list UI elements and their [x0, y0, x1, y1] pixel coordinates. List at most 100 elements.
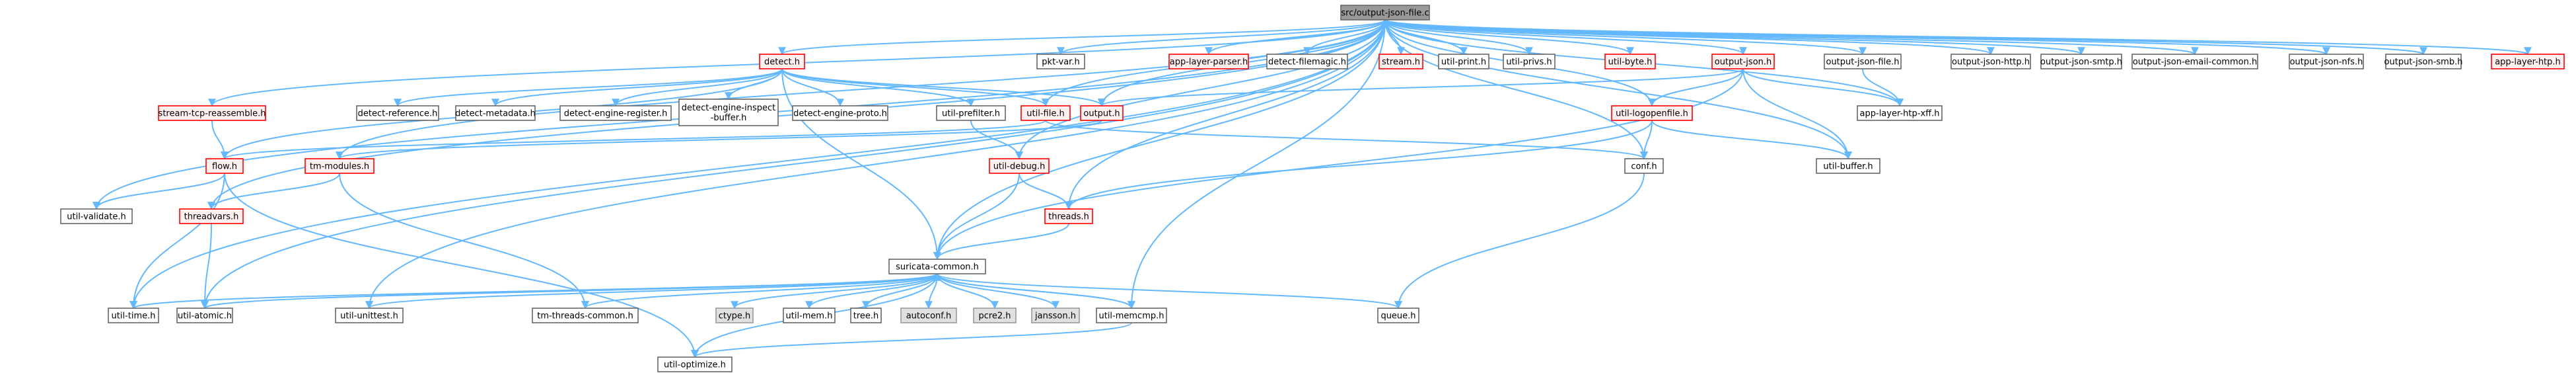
- node-box: [1096, 308, 1167, 323]
- edge-suricata-queue: [937, 273, 1402, 310]
- node-pcre2[interactable]: pcre2.h: [973, 308, 1017, 323]
- edge-utillogopen-threads: [1065, 120, 1653, 210]
- node-pktvar[interactable]: pkt-var.h: [1036, 54, 1085, 69]
- node-dengreg[interactable]: detect-engine-register.h: [559, 105, 672, 121]
- node-box: [356, 105, 439, 121]
- edge-root-utilatomic: [201, 19, 1386, 310]
- node-box: [1711, 54, 1775, 69]
- edge-flow-utilvalidate: [92, 173, 225, 210]
- node-utilprefilter[interactable]: util-prefilter.h: [936, 105, 1006, 121]
- node-tmthreads[interactable]: tm-threads-common.h: [532, 308, 639, 323]
- node-threadvars[interactable]: threadvars.h: [179, 208, 244, 224]
- node-dfilemagic[interactable]: detect-filemagic.h: [1266, 54, 1348, 69]
- node-ojhttp[interactable]: output-json-http.h: [1950, 54, 2031, 69]
- node-queue[interactable]: queue.h: [1377, 308, 1419, 323]
- node-output[interactable]: output.h: [1080, 105, 1124, 121]
- node-outjsonfile[interactable]: output-json-file.h: [1824, 54, 1902, 69]
- node-dengins[interactable]: detect-engine-inspect-buffer.h: [678, 99, 779, 126]
- node-stream[interactable]: stream.h: [1378, 54, 1423, 69]
- node-flow[interactable]: flow.h: [205, 158, 244, 174]
- node-utilbyte[interactable]: util-byte.h: [1604, 54, 1656, 69]
- node-dref[interactable]: detect-reference.h: [356, 105, 439, 121]
- node-tree[interactable]: tree.h: [850, 308, 882, 323]
- node-utiloptimize[interactable]: util-optimize.h: [657, 356, 733, 372]
- node-outjson[interactable]: output-json.h: [1711, 54, 1775, 69]
- edge-detect-dmeta: [491, 68, 783, 107]
- edge-detect-utilprefilter: [781, 68, 975, 107]
- node-box: [1611, 105, 1693, 121]
- node-autoconf[interactable]: autoconf.h: [900, 308, 957, 323]
- node-detect[interactable]: detect.h: [759, 54, 805, 69]
- node-box: [2491, 54, 2565, 69]
- edge-detect-dengreg: [612, 68, 783, 107]
- node-box: [850, 308, 882, 323]
- node-conf[interactable]: conf.h: [1624, 158, 1664, 174]
- node-ojnfs[interactable]: output-json-nfs.h: [2289, 54, 2364, 69]
- node-utilfile[interactable]: util-file.h: [1020, 105, 1071, 121]
- node-utilatomic[interactable]: util-atomic.h: [176, 308, 233, 323]
- node-label: util-mem.h: [786, 311, 833, 321]
- node-dmeta[interactable]: detect-metadata.h: [455, 105, 536, 121]
- node-label: ctype.h: [719, 311, 751, 321]
- node-box: [60, 208, 133, 224]
- node-label: queue.h: [1380, 311, 1415, 321]
- node-label: threads.h: [1048, 212, 1089, 222]
- node-box: [973, 308, 1017, 323]
- node-box: [759, 54, 805, 69]
- node-label: util-prefilter.h: [942, 109, 1000, 119]
- node-dengproto[interactable]: detect-engine-proto.h: [792, 105, 888, 121]
- node-suricata[interactable]: suricata-common.h: [888, 259, 986, 274]
- node-alhtpxff[interactable]: app-layer-htp-xff.h: [1857, 105, 1943, 121]
- node-box: [1950, 54, 2031, 69]
- node-utilprint[interactable]: util-print.h: [1438, 54, 1489, 69]
- edge-suricata-jansson: [937, 273, 1059, 310]
- node-label: flow.h: [212, 162, 237, 172]
- node-label: util-buffer.h: [1823, 162, 1873, 172]
- node-ctype[interactable]: ctype.h: [715, 308, 754, 323]
- node-streamtcp[interactable]: stream-tcp-reassemble.h: [158, 105, 266, 121]
- edge-suricata-tmthreads: [581, 273, 938, 310]
- node-label: util-byte.h: [1608, 58, 1653, 67]
- node-box: [1266, 54, 1348, 69]
- edge-suricata-utiltime: [129, 273, 938, 310]
- edge-outjson-utillogopen: [1648, 68, 1744, 107]
- node-box: [1857, 105, 1943, 121]
- node-utilmemcmp[interactable]: util-memcmp.h: [1096, 308, 1167, 323]
- node-alhttp[interactable]: app-layer-htp.h: [2491, 54, 2565, 69]
- node-box: [2289, 54, 2364, 69]
- node-label: detect-metadata.h: [455, 109, 536, 119]
- node-label: tree.h: [853, 311, 879, 321]
- node-label: detect-engine-proto.h: [793, 109, 887, 119]
- node-jansson[interactable]: jansson.h: [1031, 308, 1080, 323]
- node-label: output-json-email-common.h: [2133, 58, 2257, 67]
- node-utildebug[interactable]: util-debug.h: [989, 158, 1050, 174]
- edge-utillogopen-utilbuffer: [1651, 120, 1852, 160]
- node-utilprivs[interactable]: util-privs.h: [1503, 54, 1556, 69]
- node-label: util-memcmp.h: [1098, 311, 1164, 321]
- node-label: detect-engine-register.h: [564, 109, 668, 119]
- node-box: [1340, 5, 1430, 21]
- edge-streamtcp-flow: [211, 120, 229, 160]
- node-ojsmb[interactable]: output-json-smb.h: [2384, 54, 2463, 69]
- node-utilmem[interactable]: util-mem.h: [783, 308, 836, 323]
- node-utilbuffer[interactable]: util-buffer.h: [1816, 158, 1880, 174]
- node-utilunittest[interactable]: util-unittest.h: [335, 308, 404, 323]
- node-box: [335, 308, 404, 323]
- node-ojemail[interactable]: output-json-email-common.h: [2131, 54, 2258, 69]
- node-box: [989, 158, 1050, 174]
- node-box: [1438, 54, 1489, 69]
- node-ojsmtp[interactable]: output-json-smtp.h: [2040, 54, 2122, 69]
- edge-utillogopen-conf: [1640, 120, 1653, 160]
- edge-outjsonfile-alhtpxff: [1862, 68, 1904, 107]
- node-utiltime[interactable]: util-time.h: [108, 308, 159, 323]
- node-label: util-logopenfile.h: [1616, 109, 1688, 119]
- node-alparser[interactable]: app-layer-parser.h: [1168, 54, 1249, 69]
- node-label: util-atomic.h: [178, 311, 232, 321]
- node-tmmodules[interactable]: tm-modules.h: [304, 158, 375, 174]
- node-utillogopen[interactable]: util-logopenfile.h: [1611, 105, 1693, 121]
- node-threads[interactable]: threads.h: [1044, 208, 1093, 224]
- node-root[interactable]: src/output-json-file.c: [1340, 5, 1430, 21]
- node-box: [1503, 54, 1556, 69]
- node-utilvalidate[interactable]: util-validate.h: [60, 208, 133, 224]
